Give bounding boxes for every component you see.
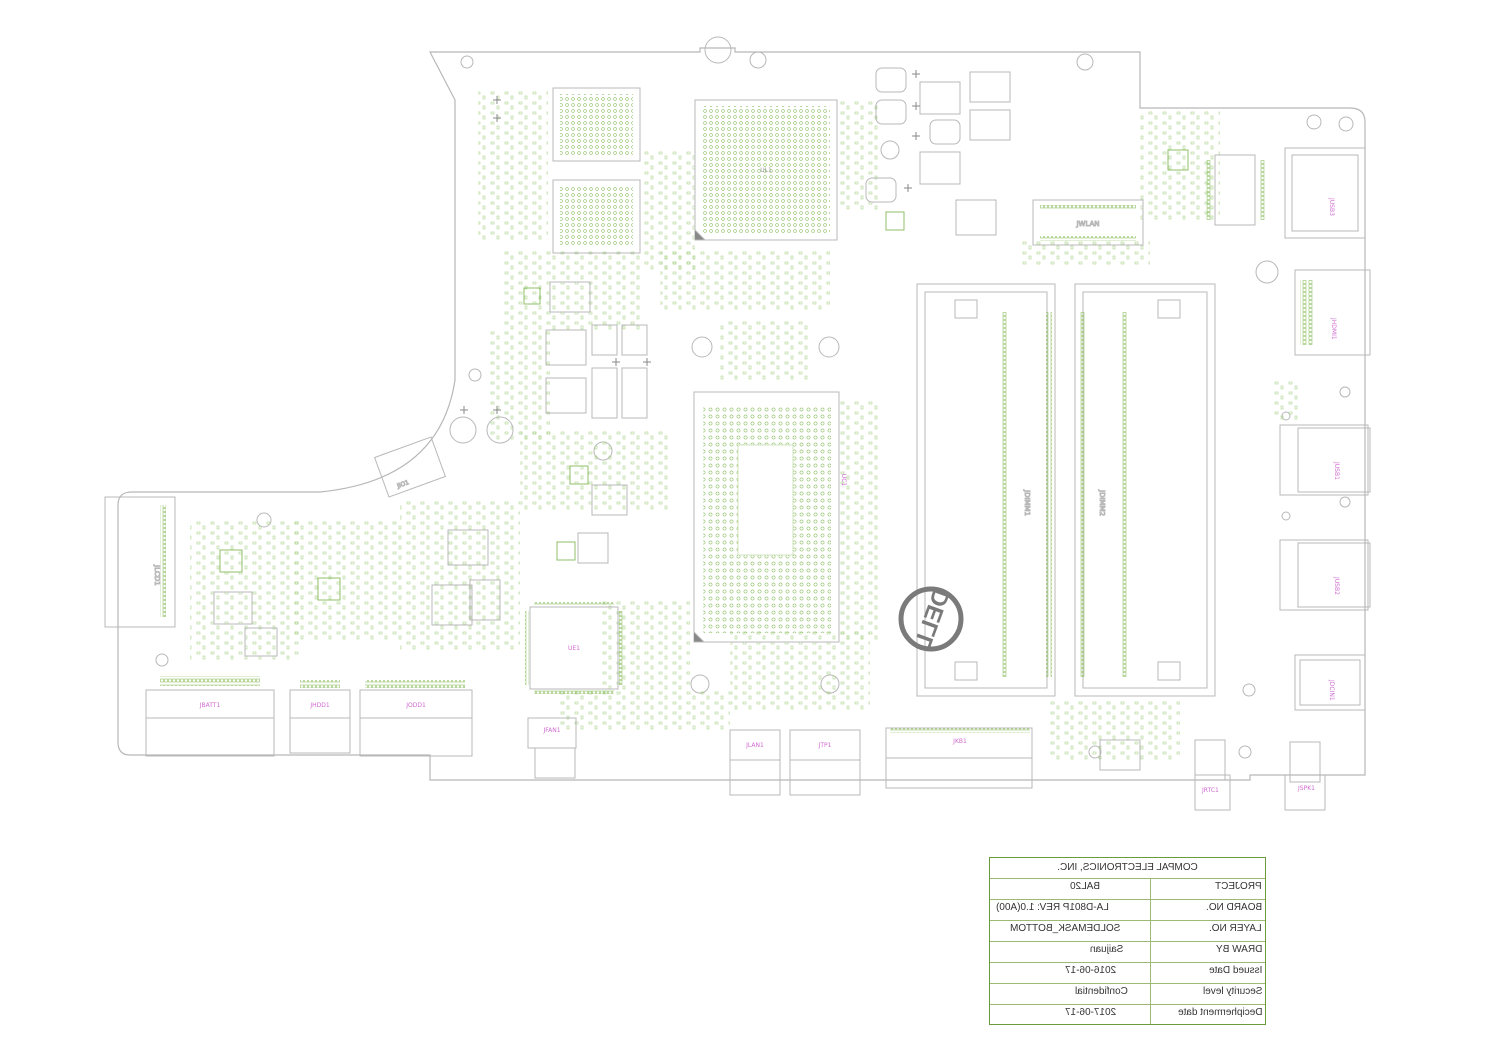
ec-chip bbox=[525, 602, 623, 694]
tp-label: JTP1 bbox=[818, 742, 832, 749]
row-layer: LAYER NO. SOLDEMASK_BOTTOM bbox=[990, 920, 1265, 941]
gpu-bga bbox=[694, 99, 838, 241]
fan-label: JFAN1 bbox=[542, 727, 560, 734]
row-separator bbox=[1150, 963, 1151, 983]
layer-value: SOLDEMASK_BOTTOM bbox=[1010, 923, 1121, 934]
right-io-labels: JUSB3 JHDMI1 JUSB1 JUSB2 JDCIN1 JSPK1 JR… bbox=[1201, 197, 1340, 794]
usb1-label: JUSB1 bbox=[1333, 461, 1340, 480]
kb-label: JKB1 bbox=[952, 738, 967, 745]
memory-chip-2 bbox=[552, 179, 641, 254]
right-io bbox=[1194, 147, 1371, 811]
bottom-connectors bbox=[145, 676, 1141, 796]
passive-components bbox=[190, 90, 1300, 760]
usb2-label: JUSB2 bbox=[1333, 576, 1340, 595]
rtc-label: JRTC1 bbox=[1201, 787, 1219, 794]
io-left-label: JIO1 bbox=[395, 479, 410, 490]
dimm-socket-b: JDIMM2 bbox=[1074, 283, 1216, 697]
board-label: BOARD NO. bbox=[1205, 902, 1262, 913]
row-project: PROJECT BAL20 bbox=[990, 878, 1265, 899]
row-draw: DRAW BY Saijuan bbox=[990, 941, 1265, 962]
cpu-label: UC1 bbox=[840, 474, 847, 487]
project-label: PROJECT bbox=[1215, 881, 1262, 892]
row-separator bbox=[1150, 984, 1151, 1004]
row-separator bbox=[1150, 879, 1151, 899]
bottom-connector-labels: JBATT1 JHDD1 JODD1 JFAN1 JLAN1 JTP1 JKB1 bbox=[199, 702, 967, 749]
title-block: COMPAL ELECTRONICS, INC. PROJECT BAL20 B… bbox=[989, 857, 1266, 1025]
wlan-label: JWLAN bbox=[1075, 220, 1099, 228]
batt-label: JBATT1 bbox=[199, 702, 221, 709]
spk-label: JSPK1 bbox=[1297, 785, 1315, 792]
odd-label: JODD1 bbox=[405, 702, 426, 709]
ec-label: UE1 bbox=[568, 645, 580, 652]
hdmi-label: JHDMI1 bbox=[1330, 317, 1337, 340]
chip-labels: UE1 UC1 UL1 bbox=[568, 167, 847, 652]
lcd-connector-label: JLCD1 bbox=[153, 564, 161, 586]
dimm-b-label: JDIMM2 bbox=[1098, 489, 1106, 516]
usb3-label: JUSB3 bbox=[1328, 197, 1335, 216]
dimm-socket-a: JDIMM1 bbox=[916, 283, 1056, 697]
row-separator bbox=[1150, 900, 1151, 920]
row-separator bbox=[1150, 921, 1151, 941]
lcd-connector: JLCD1 bbox=[104, 496, 176, 628]
company-name: COMPAL ELECTRONICS, INC. bbox=[1057, 862, 1198, 873]
wlan-connector: JWLAN bbox=[1032, 199, 1144, 246]
power-components bbox=[213, 67, 1011, 657]
rj45-label: JLAN1 bbox=[745, 742, 764, 749]
board-outline bbox=[117, 47, 1366, 781]
row-decipher: Decipherment date 2017-06-17 bbox=[990, 1004, 1265, 1024]
io-connector: JIO1 bbox=[373, 436, 447, 498]
small-ics bbox=[219, 149, 1189, 601]
security-label: Security level bbox=[1202, 986, 1262, 997]
row-issued: Issued Date 2016-06-17 bbox=[990, 962, 1265, 983]
decipher-value: 2017-06-17 bbox=[1065, 1007, 1117, 1018]
project-value: BAL20 bbox=[1070, 881, 1101, 892]
row-security: Security level Confidential bbox=[990, 983, 1265, 1004]
row-separator bbox=[1150, 942, 1151, 962]
decipher-label: Decipherment date bbox=[1177, 1007, 1263, 1018]
issued-label: Issued Date bbox=[1208, 965, 1262, 976]
polarity-marks bbox=[460, 70, 920, 414]
draw-label: DRAW BY bbox=[1215, 944, 1262, 955]
security-value: Confidential bbox=[1075, 986, 1128, 997]
pch-label: UL1 bbox=[760, 167, 772, 174]
board-value: LA-D801P REV: 1.0(A00) bbox=[996, 902, 1109, 913]
draw-value: Saijuan bbox=[1090, 944, 1124, 955]
dimm-a-label: JDIMM1 bbox=[1023, 489, 1031, 516]
row-board: BOARD NO. LA-D801P REV: 1.0(A00) bbox=[990, 899, 1265, 920]
row-separator bbox=[1150, 1005, 1151, 1024]
hdd-label: JHDD1 bbox=[309, 702, 330, 709]
issued-value: 2016-06-17 bbox=[1065, 965, 1117, 976]
layer-label: LAYER NO. bbox=[1209, 923, 1262, 934]
dc-label: JDCIN1 bbox=[1328, 679, 1335, 701]
memory-chip-1 bbox=[552, 87, 641, 162]
cpu-bga bbox=[693, 391, 840, 643]
